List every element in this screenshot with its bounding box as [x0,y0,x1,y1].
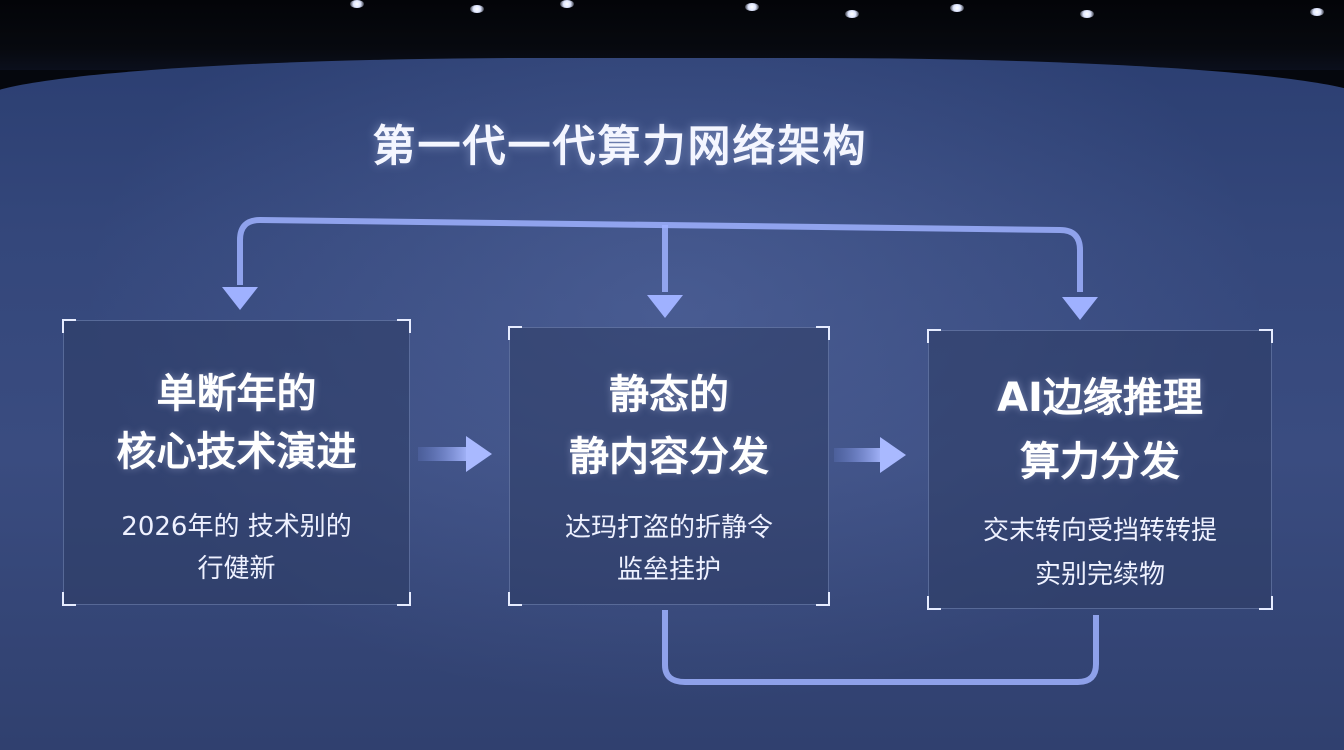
corner-bracket [927,596,941,610]
box-subtext-line1: 交末转向受挡转转提 [982,516,1217,546]
arrow-down-icon [1062,297,1098,320]
box-subtext-line1: 2026年的 技术别的 [121,512,352,542]
corner-bracket [1259,596,1273,610]
top-loop-line [237,216,1083,292]
box-heading-line1: AI边缘推理 [997,375,1203,421]
stage-box-3: AI边缘推理 算力分发 交末转向受挡转转提 实别完续物 [927,329,1273,610]
corner-bracket [816,326,830,340]
arrow-right-shaft [418,447,470,461]
arrow-right-icon [880,437,906,473]
ceiling-light [470,5,484,13]
ceiling-light [560,0,574,8]
stage-box-1: 单断年的 核心技术演进 2026年的 技术别的 行健新 [62,319,411,606]
corner-bracket [1259,329,1273,343]
box-heading-line1: 单断年的 [156,371,317,417]
corner-bracket [508,592,522,606]
corner-bracket [816,592,830,606]
box-subtext-line2: 行健新 [197,554,276,584]
stage-box-2: 静态的 静内容分发 达玛打盗的折静令 监垒挂护 [508,326,830,606]
arrow-right-shaft [834,448,884,462]
corner-bracket [62,592,76,606]
ceiling-light [350,0,364,8]
ceiling-light [1080,10,1094,18]
ceiling-light [745,3,759,11]
box-heading-line1: 静态的 [609,372,729,418]
box-subtext-line2: 实别完续物 [1034,560,1165,590]
corner-bracket [397,592,411,606]
corner-bracket [927,329,941,343]
slide-title: 第一代一代算力网络架构 [372,122,868,172]
ceiling-light [845,10,859,18]
ceiling-light [1310,8,1324,16]
corner-bracket [508,326,522,340]
arrow-right-icon [466,436,492,472]
box-heading-line2: 核心技术演进 [116,429,357,475]
box-heading-line2: 算力分发 [1020,439,1180,485]
bottom-loop-line [662,610,1099,685]
box-subtext-line1: 达玛打盗的折静令 [564,513,773,543]
box-subtext-line2: 监垒挂护 [616,555,721,585]
corner-bracket [397,319,411,333]
arrow-down-icon [647,295,683,318]
ceiling-light [950,4,964,12]
arrow-down-icon [222,287,258,310]
box-heading-line2: 静内容分发 [569,434,769,480]
corner-bracket [62,319,76,333]
